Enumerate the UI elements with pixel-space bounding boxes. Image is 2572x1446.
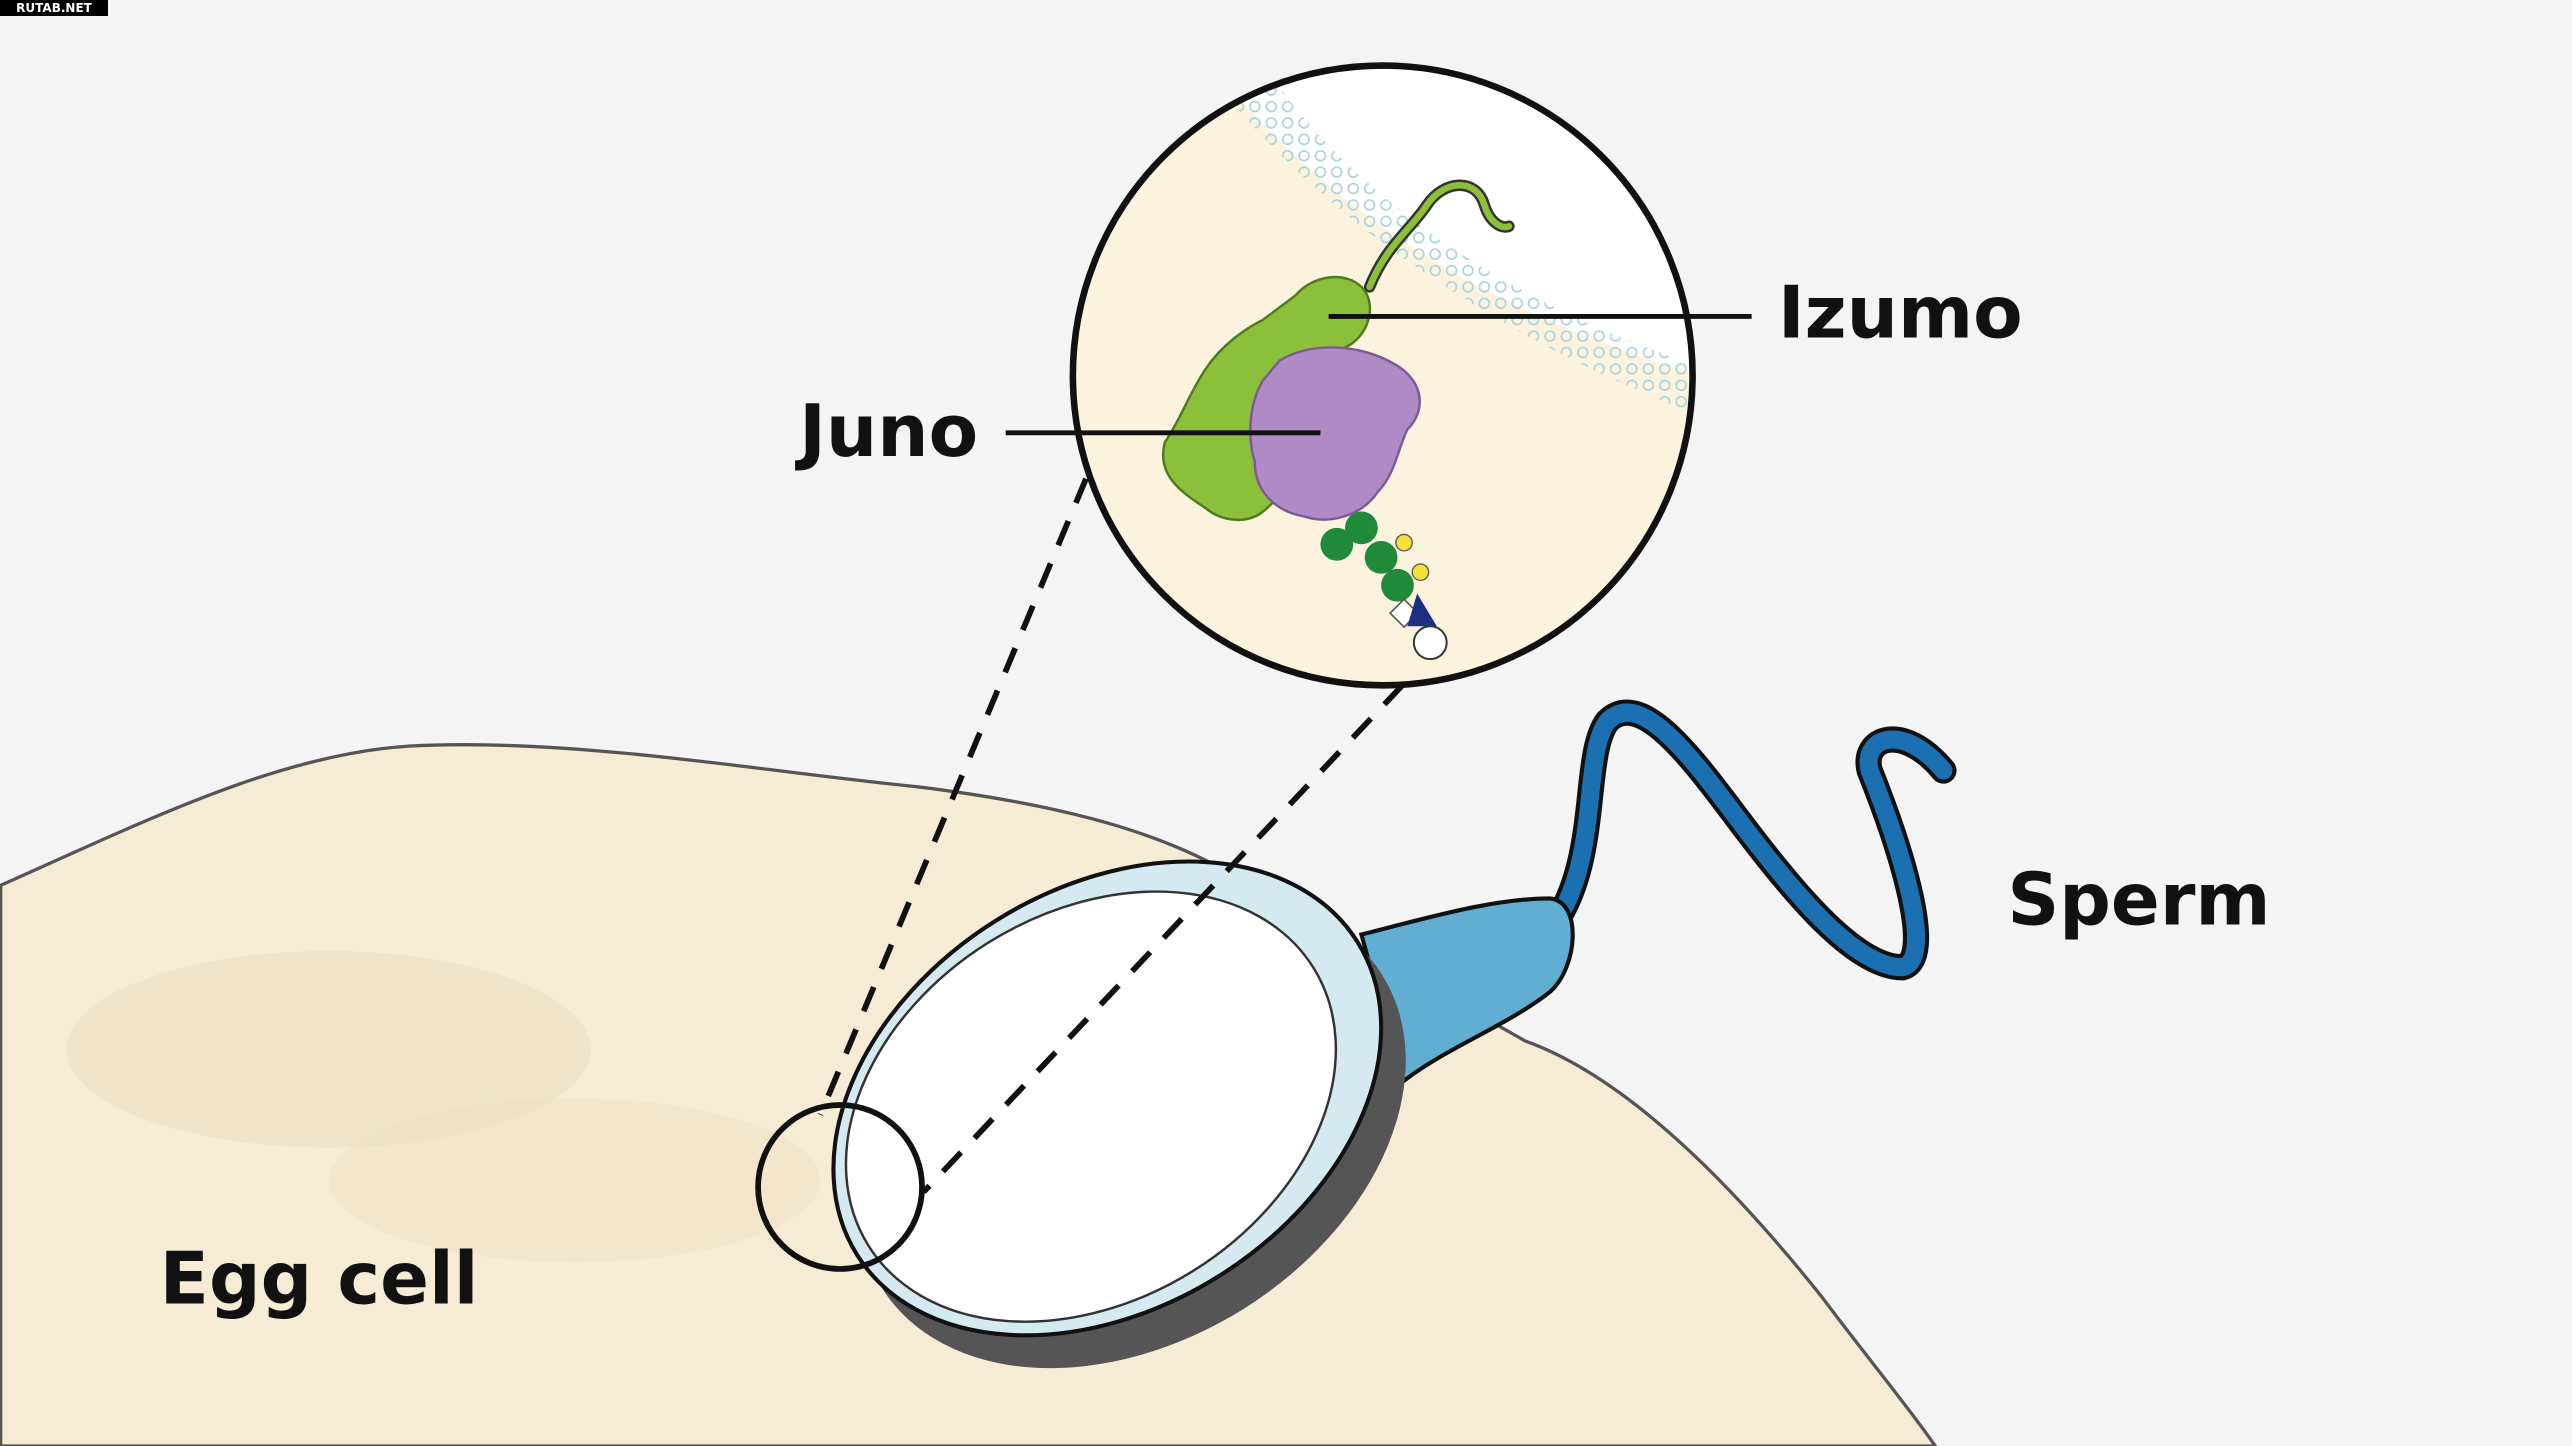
label-juno: Juno xyxy=(794,390,978,474)
watermark: RUTAB.NET xyxy=(0,0,108,16)
zoom-source-circle xyxy=(755,1102,925,1272)
glycan-icon xyxy=(1345,511,1378,545)
egg-texture xyxy=(328,1098,821,1263)
egg-texture xyxy=(66,950,591,1148)
label-sperm: Sperm xyxy=(2007,859,2270,943)
cell-membrane xyxy=(1222,65,1693,419)
magnified-circle-border xyxy=(1069,62,1696,689)
magnified-view xyxy=(1072,65,1693,686)
sperm-tail-fill xyxy=(1549,703,1953,977)
glycan-icon xyxy=(1320,527,1354,561)
zoom-line-right xyxy=(921,683,1405,1194)
glycan-icon xyxy=(1411,563,1430,582)
glycan-icon xyxy=(1381,568,1414,602)
sperm-head-inner xyxy=(844,890,1338,1323)
label-izumo: Izumo xyxy=(1778,272,2023,356)
izumo-anchor xyxy=(1366,181,1513,291)
label-egg-cell: Egg cell xyxy=(160,1237,479,1321)
zoom-line-left xyxy=(817,477,1089,1116)
glycan-icon xyxy=(1412,625,1448,661)
sperm-midpiece xyxy=(1358,896,1575,1086)
glycan-icon xyxy=(1395,533,1413,552)
juno-protein xyxy=(1249,346,1421,521)
glycan-icon xyxy=(1364,541,1398,574)
